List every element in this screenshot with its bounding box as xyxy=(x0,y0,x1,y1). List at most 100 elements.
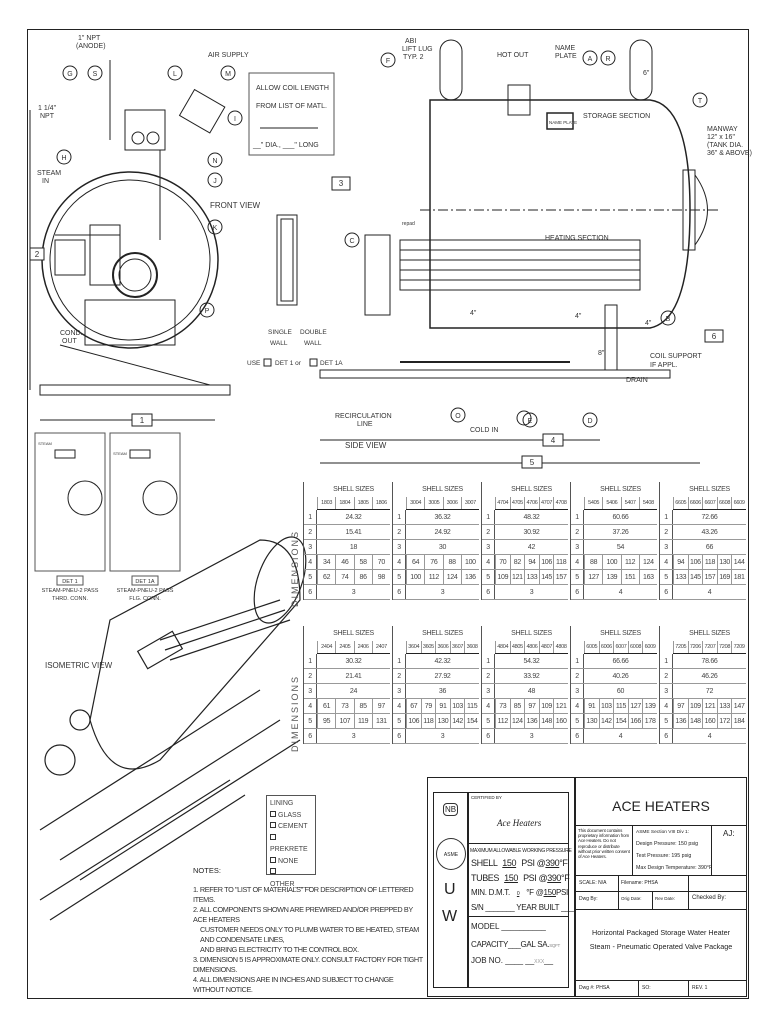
row-number: 4 xyxy=(393,699,406,713)
det1a-caption-2: FLG. CONN. xyxy=(129,596,161,602)
dimension-cell: 88 xyxy=(442,555,461,569)
dimension-cell: 54.32 xyxy=(523,658,540,665)
row-number: 1 xyxy=(571,654,584,668)
shell-size: 1806 xyxy=(371,497,390,509)
checkbox[interactable] xyxy=(270,822,276,828)
dimension-cell: 169 xyxy=(716,570,732,584)
det1-option: DET 1 or xyxy=(275,360,302,367)
checkbox[interactable] xyxy=(270,810,276,817)
lining-cement[interactable]: CEMENT xyxy=(270,821,312,833)
dimension-cell: 66.66 xyxy=(612,658,629,665)
row-number: 5 xyxy=(393,570,406,584)
dimension-cell: 40.26 xyxy=(612,673,629,680)
det1-caption-2: THRD. CONN. xyxy=(52,596,89,602)
dimension-cell: 106 xyxy=(538,555,554,569)
row-number: 5 xyxy=(571,570,584,584)
dimension-cell: 118 xyxy=(553,555,568,569)
lining-none[interactable]: NONE xyxy=(270,856,312,868)
coil-note-line2: FROM LIST OF MATL. xyxy=(256,103,327,110)
dimension-cell: 97 xyxy=(524,699,539,713)
callout-g: G xyxy=(67,71,72,78)
lining-prekrete[interactable]: PREKRETE xyxy=(270,833,312,856)
name-plate-label-2: PLATE xyxy=(555,53,577,60)
row-number: 5 xyxy=(482,714,495,728)
row-number: 3 xyxy=(571,540,584,554)
steam-in-label-2: IN xyxy=(42,178,49,185)
lining-other[interactable]: OTHER____ xyxy=(270,867,312,890)
shell-size: 3004 xyxy=(406,497,424,509)
dimension-cell: 85 xyxy=(353,699,372,713)
dimension-cell: 133 xyxy=(673,570,688,584)
dimension-cell: 160 xyxy=(553,714,568,728)
dimension-cell: 3 xyxy=(440,733,445,740)
callout-e: E xyxy=(528,418,533,425)
dimension-cell: 15.41 xyxy=(345,529,362,536)
shell-size: 6605 xyxy=(673,497,688,509)
row-number: 5 xyxy=(304,570,317,584)
dimension-cell: 124 xyxy=(442,570,461,584)
note-3: 3. DIMENSION 5 IS APPROXIMATE ONLY. CONS… xyxy=(193,955,423,974)
dimension-2-tag: 2 xyxy=(35,250,40,259)
shell-size: 6009 xyxy=(642,641,657,653)
checkbox[interactable] xyxy=(270,833,276,840)
so-field: SO: xyxy=(642,985,651,991)
dimension-cell: 4 xyxy=(618,589,623,596)
dimension-cell: 30.92 xyxy=(523,529,540,536)
dimension-cell: 157 xyxy=(553,570,568,584)
note-2: 2. ALL COMPONENTS SHOWN ARE PREWIRED AND… xyxy=(193,905,413,924)
shell-size: 4706 xyxy=(524,497,539,509)
dimension-cell: 109 xyxy=(495,570,510,584)
checkbox[interactable] xyxy=(270,856,276,863)
drawing-border xyxy=(27,29,749,999)
callout-p: P xyxy=(205,308,210,315)
dimension-cell: 4 xyxy=(707,589,712,596)
design-pressure: Design Pressure: 150 psig xyxy=(636,841,699,847)
shell-sizes-header: SHELL SIZES xyxy=(333,486,374,493)
dimension-cell: 136 xyxy=(524,714,539,728)
row-number: 2 xyxy=(571,525,584,539)
callout-b: B xyxy=(666,316,671,323)
company-name: ACE HEATERS xyxy=(612,798,710,814)
drawing-title: Horizontal Packaged Storage Water Heater xyxy=(592,928,730,937)
callout-i: I xyxy=(234,116,236,123)
row-number: 1 xyxy=(304,654,317,668)
shell-sizes-header: SHELL SIZES xyxy=(422,486,463,493)
shell-size: 7206 xyxy=(687,641,703,653)
dimension-cell: 24.92 xyxy=(434,529,451,536)
dwg-by-field: Dwg By: xyxy=(579,896,598,902)
dimension-cell: 33.92 xyxy=(523,673,540,680)
shell-size: 3007 xyxy=(460,497,479,509)
row-number: 2 xyxy=(482,669,495,683)
dimension-cell: 133 xyxy=(716,699,732,713)
checkbox[interactable] xyxy=(270,868,276,874)
lining-glass[interactable]: GLASS xyxy=(270,810,312,822)
note-2-cont-2: AND BRING ELECTRICITY TO THE CONTROL BOX… xyxy=(200,945,359,954)
job-no-field: JOB NO. ____ __XXX__ xyxy=(471,956,554,965)
row-number: 4 xyxy=(304,555,317,569)
drain-label: DRAIN xyxy=(626,377,648,384)
front-view xyxy=(29,60,231,421)
row-number: 2 xyxy=(304,669,317,683)
dimension-cell: 142 xyxy=(598,714,614,728)
row-number: 1 xyxy=(571,510,584,524)
dimension-cell: 3 xyxy=(351,733,356,740)
front-view-title: FRONT VIEW xyxy=(210,201,261,210)
